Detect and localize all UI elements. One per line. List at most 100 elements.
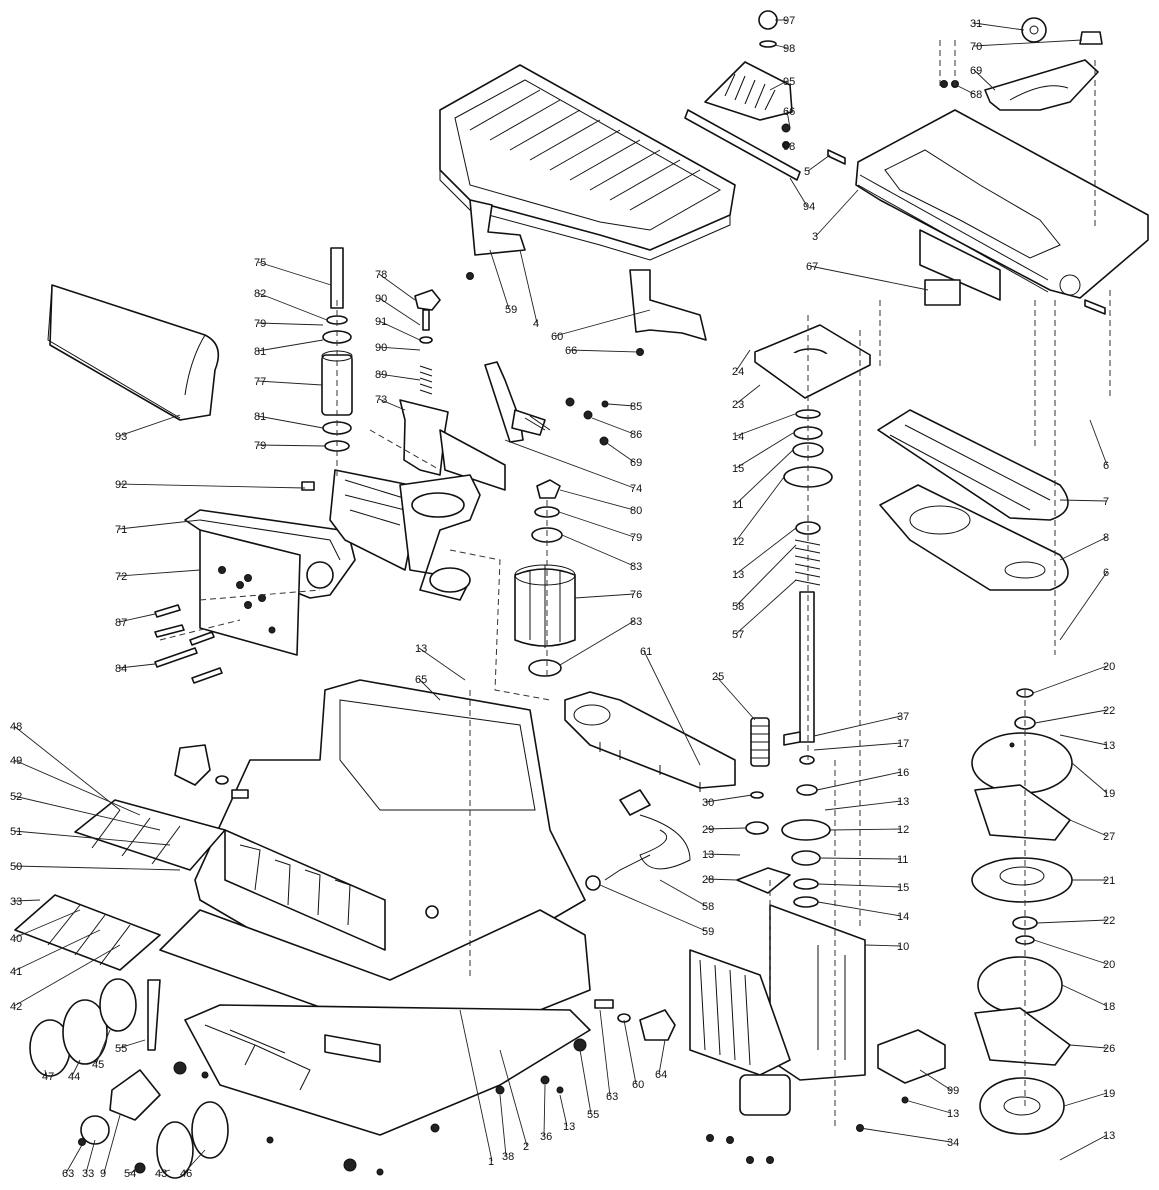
part-callout-5: 5 bbox=[804, 166, 810, 178]
leader-line-82 bbox=[257, 292, 328, 321]
assembly-lines bbox=[159, 40, 1111, 1130]
leader-line-55 bbox=[579, 1049, 592, 1115]
leader-line-33 bbox=[13, 899, 41, 902]
leader-line-17 bbox=[813, 742, 902, 751]
part-callout-77: 77 bbox=[254, 376, 266, 388]
leader-line-41 bbox=[13, 929, 101, 972]
part-callout-16: 16 bbox=[897, 767, 909, 779]
part-callout-12: 12 bbox=[897, 824, 909, 836]
leader-line-37 bbox=[813, 715, 902, 737]
part-callout-81: 81 bbox=[254, 346, 266, 358]
sanding-sheets-part-48-52 bbox=[14, 799, 226, 971]
part-callout-43: 43 bbox=[155, 1168, 167, 1180]
part-callout-83: 83 bbox=[630, 616, 642, 628]
part-callout-83: 83 bbox=[630, 561, 642, 573]
leader-line-50 bbox=[13, 865, 181, 871]
part-callout-95: 95 bbox=[783, 76, 795, 88]
leader-line-59 bbox=[599, 884, 707, 932]
right-table-part bbox=[827, 17, 1149, 315]
leader-line-4 bbox=[519, 249, 538, 324]
leader-line-2 bbox=[499, 1049, 528, 1147]
part-callout-63: 63 bbox=[606, 1091, 618, 1103]
part-callout-11: 11 bbox=[897, 854, 908, 866]
leader-line-94 bbox=[789, 177, 808, 207]
part-callout-20: 20 bbox=[1103, 959, 1115, 971]
leader-line-80 bbox=[559, 489, 635, 511]
part-callout-19: 19 bbox=[1103, 788, 1115, 800]
leader-line-86 bbox=[591, 417, 635, 435]
lever-part-74 bbox=[484, 361, 609, 446]
part-callout-25: 25 bbox=[712, 671, 724, 683]
part-callout-44: 44 bbox=[68, 1071, 80, 1083]
leader-line-19 bbox=[1071, 762, 1108, 794]
leader-line-98 bbox=[786, 144, 791, 147]
part-callout-79: 79 bbox=[630, 532, 642, 544]
leader-line-69 bbox=[973, 69, 996, 91]
power-cord-part-58 bbox=[585, 789, 691, 891]
part-callout-92: 92 bbox=[115, 479, 127, 491]
part-callout-26: 26 bbox=[1103, 1043, 1115, 1055]
leader-line-14 bbox=[817, 901, 902, 917]
leader-line-43 bbox=[158, 1169, 171, 1174]
leader-line-79 bbox=[257, 444, 326, 447]
tension-knob-part bbox=[414, 289, 441, 395]
part-callout-2: 2 bbox=[523, 1141, 529, 1153]
part-callout-12: 12 bbox=[732, 536, 744, 548]
leader-line-60 bbox=[554, 309, 651, 337]
motor-spindle-column bbox=[754, 324, 871, 908]
leader-line-9 bbox=[103, 1114, 121, 1174]
part-callout-15: 15 bbox=[732, 463, 744, 475]
switch-box-part-99 bbox=[877, 1029, 946, 1104]
leader-line-54 bbox=[127, 1169, 141, 1174]
part-callout-84: 84 bbox=[115, 663, 127, 675]
leader-line-63 bbox=[65, 1144, 83, 1174]
mounting-plate-part-72 bbox=[199, 529, 301, 656]
part-callout-13: 13 bbox=[947, 1108, 959, 1120]
leader-line-42 bbox=[13, 944, 121, 1007]
part-callout-13: 13 bbox=[702, 849, 714, 861]
leader-line-79 bbox=[558, 511, 635, 538]
dust-cover-part-7-8 bbox=[877, 409, 1069, 591]
leader-line-89 bbox=[378, 373, 421, 381]
part-callout-33: 33 bbox=[10, 896, 22, 908]
bracket-part-60 bbox=[629, 269, 707, 356]
leader-line-49 bbox=[13, 759, 141, 816]
leader-line-95 bbox=[769, 80, 788, 91]
part-callout-69: 69 bbox=[630, 457, 642, 469]
part-callout-60: 60 bbox=[632, 1079, 644, 1091]
leader-line-13 bbox=[1059, 734, 1108, 746]
part-callout-58: 58 bbox=[702, 901, 714, 913]
leader-line-1 bbox=[459, 1009, 493, 1162]
part-callout-67: 67 bbox=[806, 261, 818, 273]
part-callout-63: 63 bbox=[62, 1168, 74, 1180]
leader-line-83 bbox=[559, 620, 635, 666]
leader-line-79 bbox=[257, 322, 324, 326]
leader-line-65 bbox=[418, 678, 441, 701]
fan-knob-part bbox=[174, 744, 249, 799]
leader-line-36 bbox=[543, 1084, 546, 1137]
leader-line-22 bbox=[1036, 919, 1108, 924]
part-callout-85: 85 bbox=[630, 401, 642, 413]
leader-line-13 bbox=[904, 1099, 952, 1114]
part-callout-72: 72 bbox=[115, 571, 127, 583]
leader-line-84 bbox=[118, 663, 156, 669]
part-callout-59: 59 bbox=[702, 926, 714, 938]
part-callout-76: 76 bbox=[630, 589, 642, 601]
part-callout-98: 98 bbox=[783, 43, 795, 55]
leader-line-55 bbox=[118, 1039, 146, 1049]
leader-line-99 bbox=[919, 1069, 952, 1091]
leader-line-93 bbox=[118, 414, 181, 437]
part-callout-22: 22 bbox=[1103, 705, 1115, 717]
leader-line-87 bbox=[118, 613, 156, 623]
part-callout-93: 93 bbox=[115, 431, 127, 443]
part-callout-1: 1 bbox=[488, 1156, 494, 1168]
pulley-stack-right bbox=[971, 688, 1073, 1135]
leader-line-13 bbox=[705, 853, 741, 856]
leader-line-44 bbox=[71, 1059, 81, 1077]
part-callout-87: 87 bbox=[115, 617, 127, 629]
leader-line-40 bbox=[13, 909, 81, 939]
part-callout-14: 14 bbox=[897, 911, 909, 923]
part-callout-33: 33 bbox=[82, 1168, 94, 1180]
leader-line-60 bbox=[623, 1019, 637, 1085]
